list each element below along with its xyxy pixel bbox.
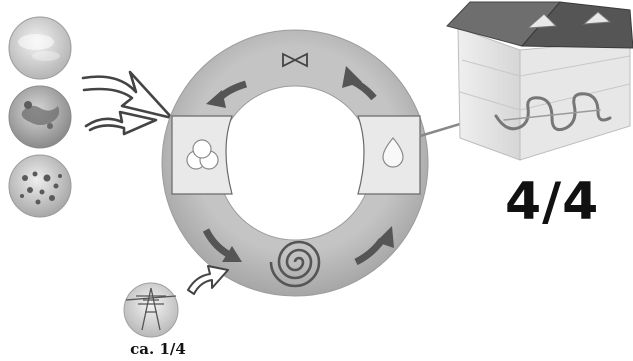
cycle-arrows	[202, 66, 394, 266]
power-pylon-icon	[123, 282, 179, 338]
arrow-top-left	[206, 80, 248, 108]
condenser-panel	[357, 115, 421, 195]
condenser-icon	[382, 137, 404, 168]
arrow-bottom-left	[202, 228, 242, 262]
evaporator-icon	[186, 139, 219, 170]
arrow-top-right	[342, 66, 377, 101]
evaporator-panel	[171, 115, 233, 195]
ground-source-icon	[8, 154, 72, 218]
power-input-arrow	[187, 265, 229, 295]
expansion-valve-icon	[282, 52, 308, 68]
performance-ratio-label: 4/4	[505, 172, 600, 232]
compressor-icon	[269, 240, 321, 288]
ambient-sources	[8, 16, 72, 218]
house-icon	[419, 1, 633, 161]
water-source-icon	[8, 85, 72, 149]
floor-heating-coils	[494, 92, 612, 132]
ambient-heat-arrows	[81, 70, 174, 136]
electric-share-label: ca. 1/4	[130, 340, 186, 358]
arrow-bottom-right	[354, 226, 394, 266]
air-source-icon	[8, 16, 72, 80]
